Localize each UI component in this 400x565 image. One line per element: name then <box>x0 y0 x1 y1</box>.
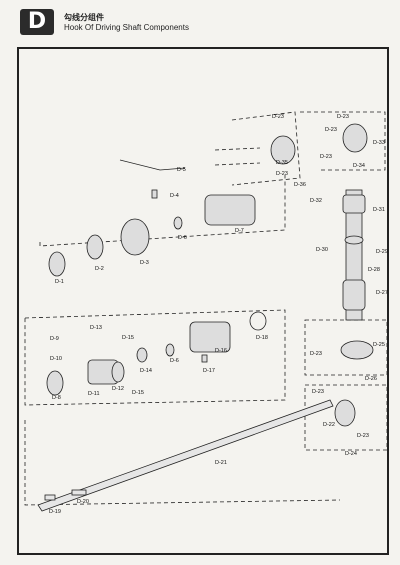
connector-line-1 <box>214 147 261 151</box>
part-d3-shape <box>120 218 150 256</box>
label-d17: D-17 <box>203 368 215 374</box>
label-d33: D-33 <box>373 140 385 146</box>
label-d18: D-18 <box>256 335 268 341</box>
label-d10: D-10 <box>50 356 62 362</box>
label-d23e: D-23 <box>320 154 332 160</box>
label-d15b: D-15 <box>132 390 144 396</box>
part-d4-shape <box>151 189 158 199</box>
label-d36: D-36 <box>294 182 306 188</box>
label-d23c: D-23 <box>337 114 349 120</box>
label-d24: D-24 <box>345 451 357 457</box>
part-d31-collar <box>342 194 366 214</box>
label-d16: D-16 <box>215 348 227 354</box>
part-d1-shape <box>48 251 66 277</box>
label-d23h: D-23 <box>357 433 369 439</box>
label-d6b: D-6 <box>170 358 179 364</box>
label-d23f: D-23 <box>310 351 322 357</box>
label-d15a: D-15 <box>122 335 134 341</box>
gear-group-outline <box>304 384 388 451</box>
label-d20: D-20 <box>77 499 89 505</box>
label-d11: D-11 <box>88 391 100 397</box>
label-d5: D-5 <box>177 167 186 173</box>
label-d6a: D-6 <box>178 235 187 241</box>
middle-group-outline <box>24 309 286 406</box>
part-d16-shape <box>189 321 231 353</box>
part-d7-shape <box>204 194 256 226</box>
connector-line-2 <box>214 162 261 166</box>
top-gear-group-outline <box>300 111 386 171</box>
label-d28: D-28 <box>368 267 380 273</box>
part-d5-shape <box>119 159 186 171</box>
label-d32: D-32 <box>310 198 322 204</box>
label-d22: D-22 <box>323 422 335 428</box>
label-d8: D-8 <box>52 395 61 401</box>
label-d34: D-34 <box>353 163 365 169</box>
diagram-frame <box>17 47 389 555</box>
part-d17-shape <box>201 354 208 363</box>
part-d14-shape <box>136 347 148 363</box>
part-d19-shape <box>44 494 56 501</box>
part-d22-gear <box>334 399 356 427</box>
label-d7: D-7 <box>235 228 244 234</box>
label-d25: D-25 <box>373 342 385 348</box>
label-d1: D-1 <box>55 279 64 285</box>
label-d2: D-2 <box>95 266 104 272</box>
part-d25-pulley <box>340 340 374 360</box>
label-d9: D-9 <box>50 336 59 342</box>
label-d13: D-13 <box>90 325 102 331</box>
upper-group-outline <box>39 175 286 247</box>
pulley-group-outline <box>304 319 388 376</box>
part-d8-shape <box>46 370 64 396</box>
label-d31: D-31 <box>373 207 385 213</box>
label-d29: D-29 <box>376 249 388 255</box>
label-d23g: D-23 <box>312 389 324 395</box>
top-right-group-outline <box>231 111 301 186</box>
label-d21: D-21 <box>215 460 227 466</box>
label-d26: D-26 <box>365 376 377 382</box>
part-d35-gear <box>270 135 296 165</box>
part-d6a-shape <box>173 216 183 230</box>
title-english: Hook Of Driving Shaft Components <box>64 23 189 32</box>
label-d35: D-35 <box>276 160 288 166</box>
part-d29-shape <box>344 235 364 245</box>
section-letter-badge: D <box>20 9 54 35</box>
label-d23b: D-23 <box>276 171 288 177</box>
part-d18-shape <box>249 311 267 331</box>
part-d12-shape <box>111 361 125 383</box>
part-d21-shaft <box>37 399 334 512</box>
lower-group-outline <box>24 420 341 506</box>
label-d23a: D-23 <box>272 114 284 120</box>
label-d19: D-19 <box>49 509 61 515</box>
label-d12: D-12 <box>112 386 124 392</box>
part-d2-shape <box>86 234 104 260</box>
label-d14: D-14 <box>140 368 152 374</box>
part-d20-shape <box>71 489 87 496</box>
part-d27-shape <box>342 279 366 311</box>
part-d33-gear <box>342 123 368 153</box>
label-d3: D-3 <box>140 260 149 266</box>
label-d4: D-4 <box>170 193 179 199</box>
label-d23d: D-23 <box>325 127 337 133</box>
part-d6b-shape <box>165 343 175 357</box>
label-d30: D-30 <box>316 247 328 253</box>
title-chinese: 勾线分组件 <box>64 13 104 22</box>
label-d27: D-27 <box>376 290 388 296</box>
